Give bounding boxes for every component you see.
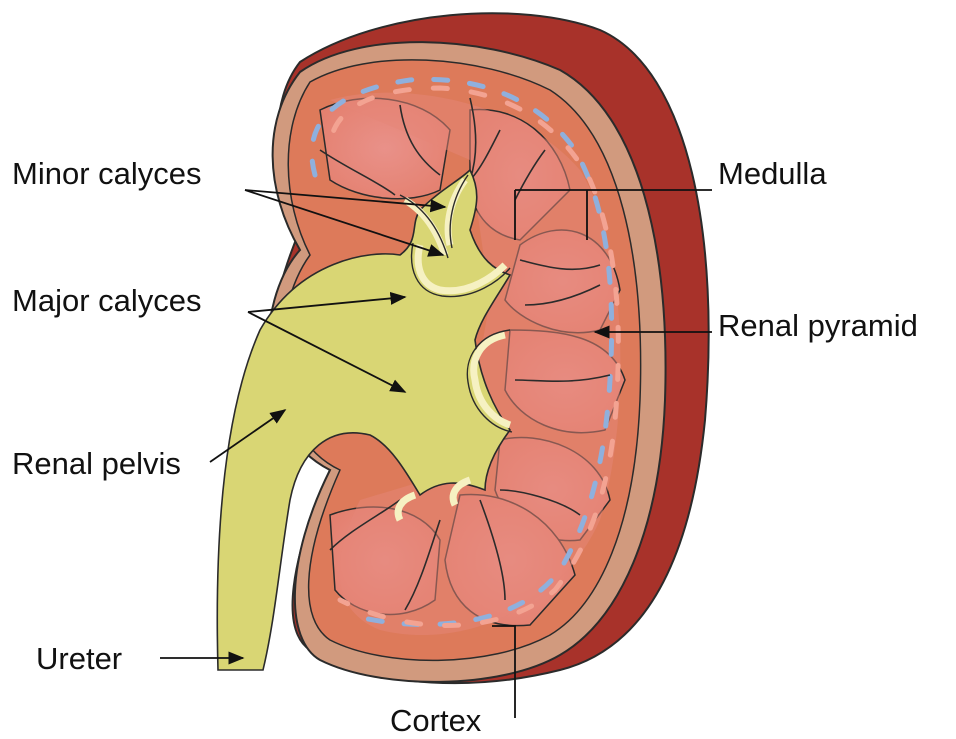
- label-medulla: Medulla: [718, 158, 827, 189]
- label-minor-calyces: Minor calyces: [12, 158, 202, 189]
- label-cortex: Cortex: [390, 705, 481, 736]
- label-major-calyces: Major calyces: [12, 285, 202, 316]
- label-renal-pyramid: Renal pyramid: [718, 310, 918, 341]
- label-ureter: Ureter: [36, 643, 122, 674]
- label-renal-pelvis: Renal pelvis: [12, 448, 181, 479]
